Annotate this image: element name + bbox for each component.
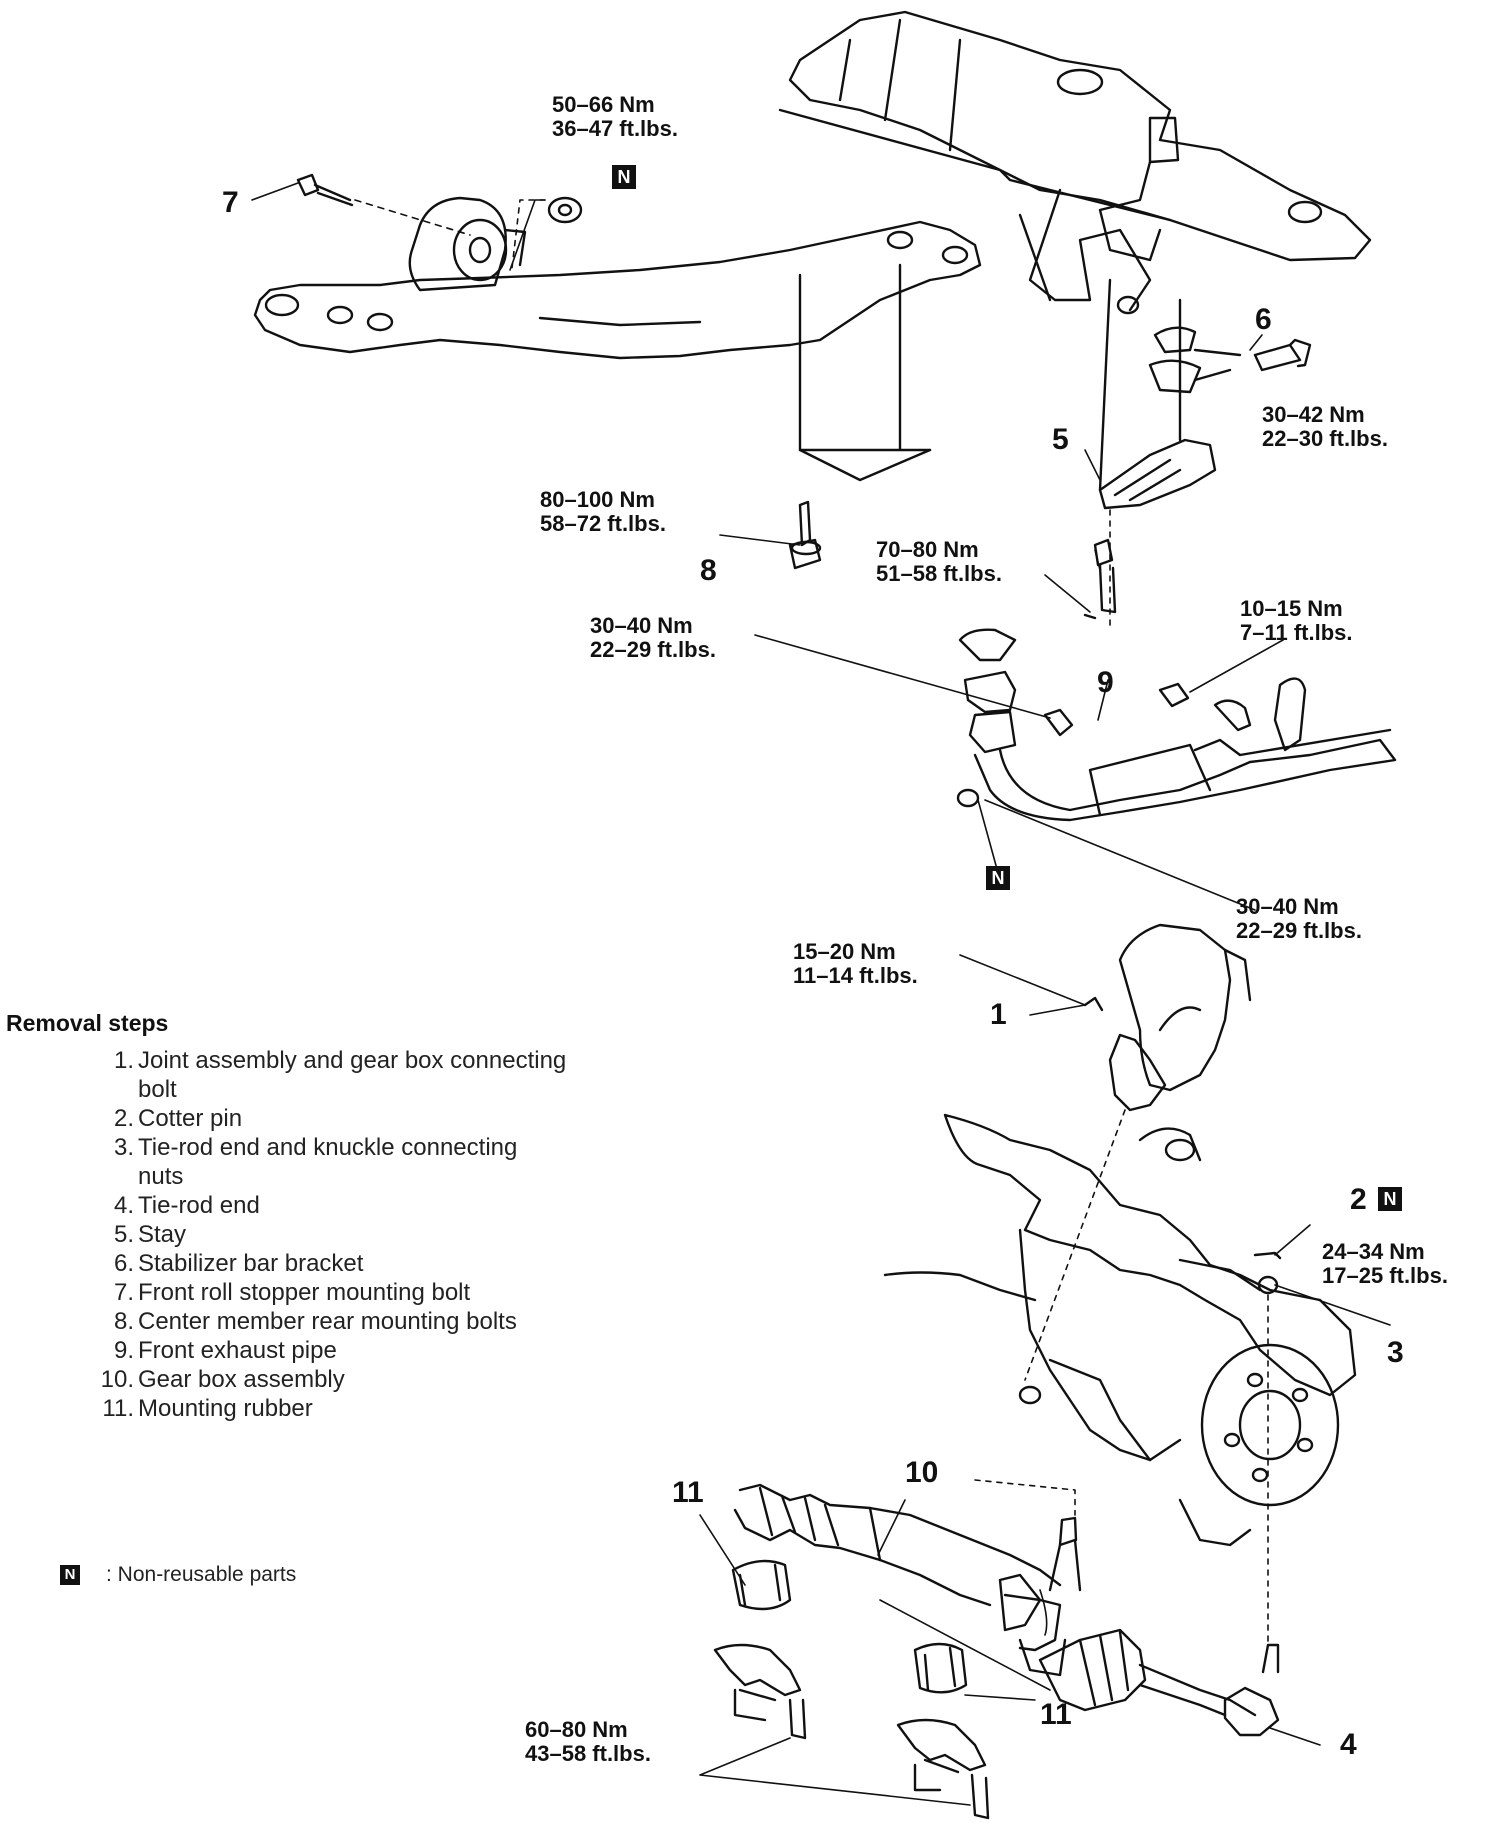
- non-reusable-marker-nut: N: [612, 165, 636, 189]
- removal-step-1: 1.Joint assembly and gear box connecting: [113, 1047, 567, 1074]
- cotter-pin-and-nut-drawing: [1253, 1251, 1282, 1295]
- body-floor-panel: [778, 10, 1372, 315]
- dashed-assembly-lines: [511, 199, 1269, 1646]
- callout-7: 7: [222, 186, 239, 219]
- stay-drawing: [1083, 278, 1217, 620]
- legend-non-reusable-text: : Non-reusable parts: [106, 1563, 297, 1586]
- stabilizer-bracket-drawing: [1148, 326, 1312, 394]
- removal-step-4: 4.Tie-rod end: [113, 1192, 260, 1219]
- callout-8: 8: [700, 554, 717, 587]
- removal-step-6: 6.Stabilizer bar bracket: [113, 1250, 364, 1277]
- exhaust-pipe-drawing: [956, 628, 1397, 822]
- removal-step-10: 10.Gear box assembly: [100, 1366, 345, 1393]
- callout-10: 10: [905, 1456, 939, 1489]
- joint-assembly-drawing: [1083, 923, 1252, 1112]
- removal-step-1-continued: bolt: [138, 1076, 177, 1103]
- legend-non-reusable-symbol: N: [60, 1565, 80, 1585]
- callout-11-right: 11: [1040, 1698, 1072, 1731]
- non-reusable-marker-cotter-pin: N: [1378, 1187, 1402, 1211]
- gear-box-drawing: [733, 1483, 1280, 1737]
- mounting-rubber-drawing: [731, 1559, 968, 1694]
- center-member: [253, 220, 982, 482]
- removal-step-7: 7.Front roll stopper mounting bolt: [113, 1279, 471, 1306]
- callout-2: 2: [1350, 1183, 1367, 1216]
- removal-step-2: 2.Cotter pin: [113, 1105, 243, 1132]
- non-reusable-marker-exhaust: N: [986, 866, 1010, 890]
- callout-4: 4: [1340, 1728, 1357, 1761]
- callout-9: 9: [1097, 666, 1114, 699]
- leader-lines: [251, 182, 1391, 1806]
- callout-11-left: 11: [672, 1476, 704, 1509]
- callout-5: 5: [1052, 423, 1069, 456]
- bolt-7-drawing: [296, 173, 471, 236]
- removal-step-8: 8.Center member rear mounting bolts: [113, 1308, 517, 1335]
- removal-step-5: 5.Stay: [113, 1221, 187, 1248]
- removal-step-3-continued: nuts: [138, 1163, 184, 1190]
- callout-6: 6: [1255, 303, 1272, 336]
- removal-step-11: 11.Mounting rubber: [102, 1395, 313, 1422]
- knuckle-hub-drawing: [883, 1113, 1357, 1547]
- callout-3: 3: [1387, 1336, 1404, 1369]
- mounting-bracket-drawing: [713, 1643, 990, 1820]
- callout-1: 1: [990, 998, 1007, 1031]
- bolt-8-drawing: [788, 500, 822, 570]
- removal-steps-title: Removal steps: [6, 1010, 169, 1036]
- roll-stopper-mount: [408, 196, 527, 292]
- removal-step-9: 9.Front exhaust pipe: [113, 1337, 337, 1364]
- removal-step-3: 3.Tie-rod end and knuckle connecting: [113, 1134, 518, 1161]
